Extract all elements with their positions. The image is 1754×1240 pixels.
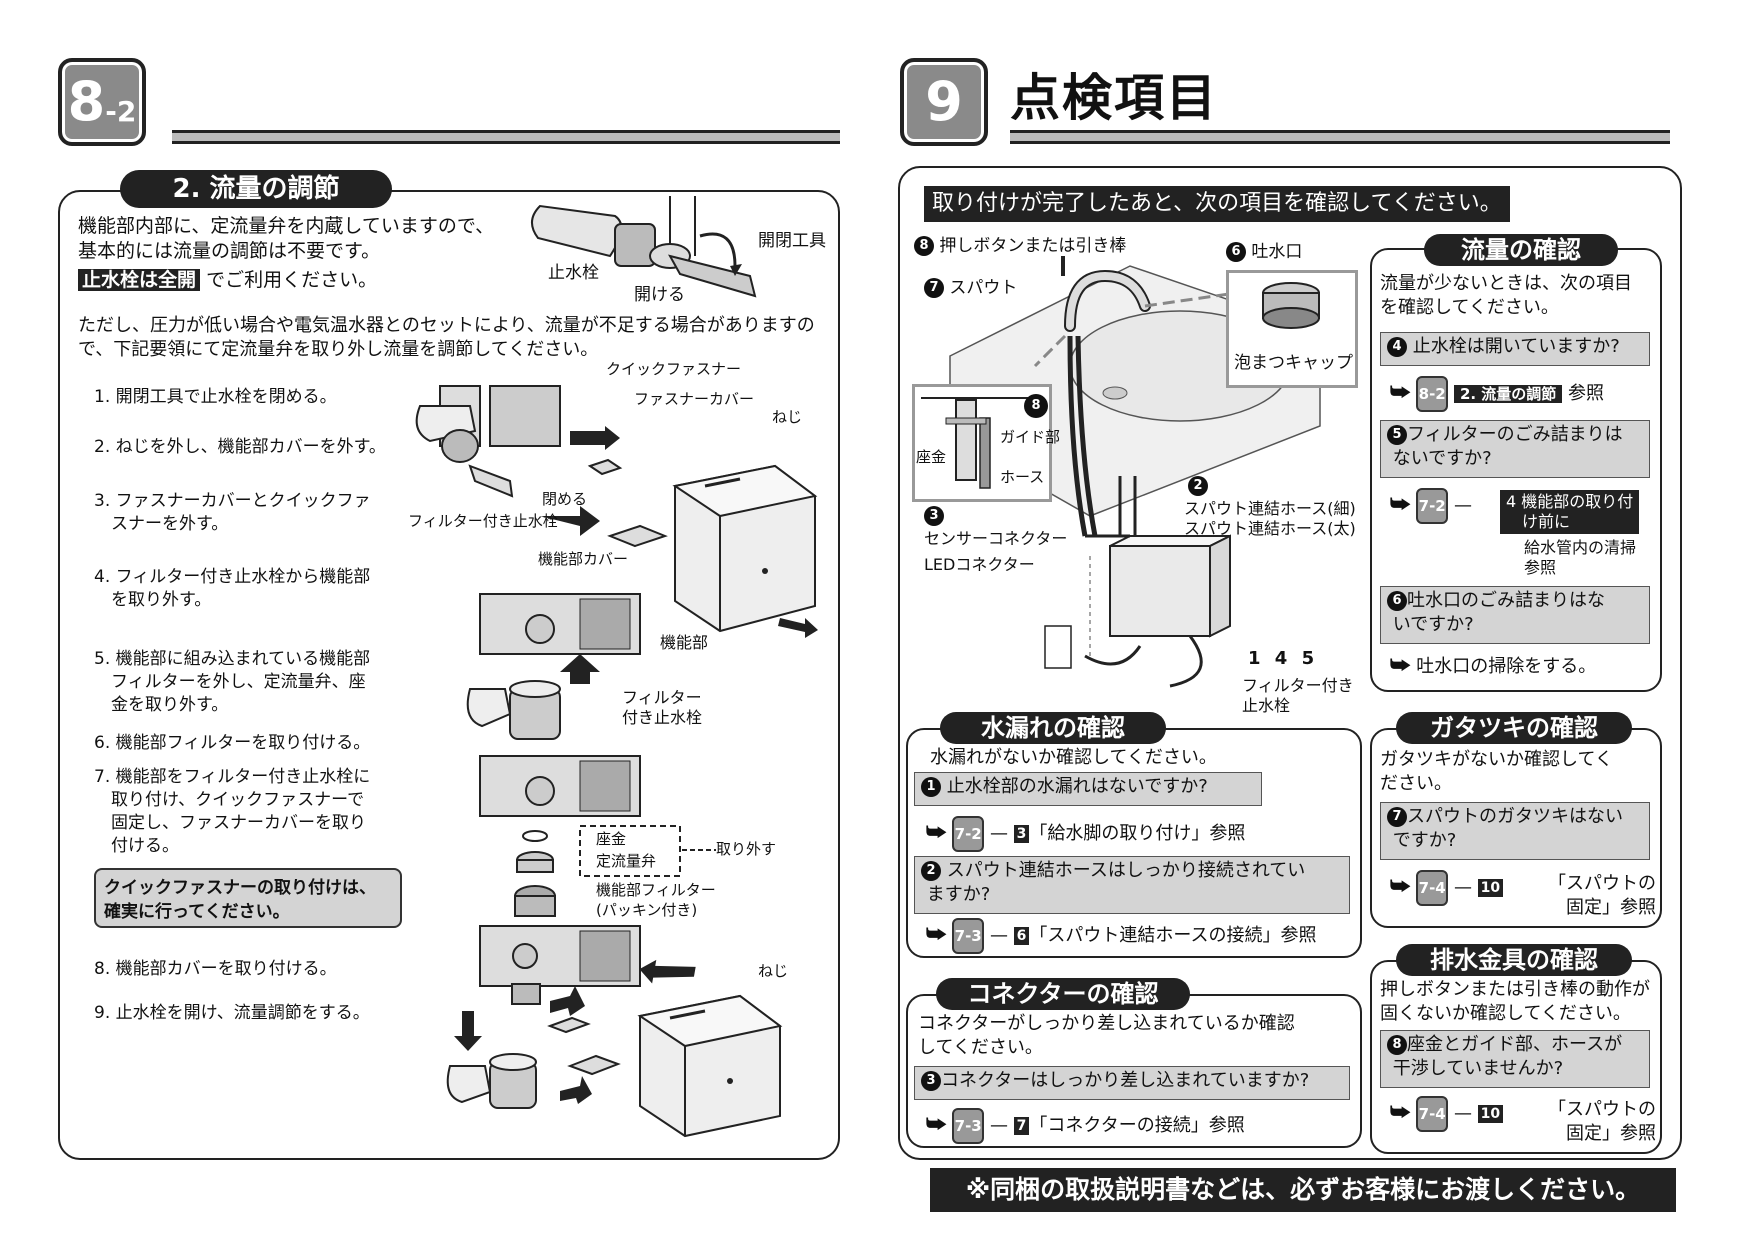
section-badge-9: 9 xyxy=(900,58,988,146)
shake-check-intro: ガタツキがないか確認してく ださい。 xyxy=(1380,749,1613,794)
label-close: 閉める xyxy=(542,490,588,508)
valve-full-open-highlight: 止水栓は全開 xyxy=(78,269,201,291)
flow-q4: 4 止水栓は開いていますか? xyxy=(1380,332,1650,366)
step-9: 9. 止水栓を開け、流量調節をする。 xyxy=(94,1003,370,1023)
warning-box: クイックファスナーの取り付けは、 確実に行ってください。 xyxy=(94,868,402,928)
flow-q5-ref-box: 4 機能部の取り付 け前に xyxy=(1500,490,1640,534)
flow-adjust-panel xyxy=(58,190,840,1160)
connector-check-intro: コネクターがしっかり差し込まれているか確認 してください。 xyxy=(918,1013,1295,1058)
label-sensor-connector: センサーコネクター xyxy=(924,529,1068,548)
label-open: 開ける xyxy=(634,285,685,305)
label-outlet: 6 吐水口 xyxy=(1226,242,1302,262)
leak-q2-ref: ⮩ 7-3 — 6「スパウト連結ホースの接続」参照 xyxy=(926,918,1317,954)
intro-line-3: 止水栓は全開 でご利用ください。 xyxy=(78,268,377,292)
parts-illustration xyxy=(479,755,641,917)
label-unit: 機能部 xyxy=(660,633,709,652)
label-tool: 開閉工具 xyxy=(758,231,826,251)
leak-check-intro: 水漏れがないか確認してください。 xyxy=(930,747,1217,768)
flow-q6-ref: ⮩ 吐水口の掃除をする。 xyxy=(1390,653,1597,678)
flow-check-title: 流量の確認 xyxy=(1424,234,1618,266)
note-line-1: ただし、圧力が低い場合や電気温水器とのセットにより、流量が不足する場合があります… xyxy=(78,315,815,336)
label-hose: ホース xyxy=(1000,468,1045,486)
label-aerator: 泡まつキャップ xyxy=(1234,353,1353,373)
label-quick-fastener: クイックファスナー xyxy=(606,360,742,378)
label-screw-2: ねじ xyxy=(758,962,789,980)
drain-q8-ref-text: 「スパウトの 固定」参照 xyxy=(1548,1099,1656,1144)
note-line-2: で、下記要領にて定流量弁を取り外し流量を調節してください。 xyxy=(78,339,599,360)
valve-tool-illustration xyxy=(531,196,757,298)
removal-dashed-box xyxy=(579,825,681,877)
label-fastener-cover: ファスナーカバー xyxy=(634,390,755,408)
step-4: 4. フィルター付き止水栓から機能部 を取り外す。 xyxy=(94,567,371,610)
label-filter-valve: フィルター付き止水栓 xyxy=(408,512,558,530)
flow-check-intro: 流量が少ないときは、次の項目 を確認してください。 xyxy=(1380,273,1632,318)
label-valve: 止水栓 xyxy=(548,263,599,283)
inset-guide-diagram xyxy=(921,397,1036,489)
label-push-button: 8 押しボタンまたは引き棒 xyxy=(914,236,1126,256)
label-spout: 7 スパウト xyxy=(924,278,1017,298)
label-guide: ガイド部 xyxy=(1000,428,1061,446)
shake-q7-ref-text: 「スパウトの 固定」参照 xyxy=(1548,873,1656,918)
label-unit-cover: 機能部カバー xyxy=(538,550,629,568)
header-instruction: 取り付けが完了したあと、次の項目を確認してください。 xyxy=(924,186,1510,222)
num-2: 2 xyxy=(1188,476,1208,496)
step-7: 7. 機能部をフィルター付き止水栓に 取り付け、クイックファスナーで 固定し、フ… xyxy=(94,767,371,856)
label-flow-valve: 定流量弁 xyxy=(596,852,657,870)
label-hose-thin: スパウト連結ホース(細) xyxy=(1184,499,1356,518)
leak-q2: 2 スパウト連結ホースはしっかり接続されてい ますか? xyxy=(914,856,1350,914)
step-3: 3. ファスナーカバーとクイックファ スナーを外す。 xyxy=(94,491,371,534)
step-8: 8. 機能部カバーを取り付ける。 xyxy=(94,959,337,979)
inset-num-8: 8 xyxy=(1024,394,1048,418)
intro-line-2: 基本的には流量の調節は不要です。 xyxy=(78,240,381,262)
remove-cover-illustration xyxy=(415,385,818,638)
section-title: 2. 流量の調節 xyxy=(120,170,392,208)
step-6: 6. 機能部フィルターを取り付ける。 xyxy=(94,733,371,753)
label-unit-filter: 機能部フィルター (パッキン付き) xyxy=(596,881,716,919)
label-filter-valve-diagram: フィルター付き 止水栓 xyxy=(1242,676,1354,715)
header-rule-left xyxy=(172,130,840,144)
label-filter-valve-2: フィルター 付き止水栓 xyxy=(622,688,703,727)
label-hose-thick: スパウト連結ホース(太) xyxy=(1184,519,1356,538)
step-5: 5. 機能部に組み込まれている機能部 フィルターを外し、定流量弁、座 金を取り外… xyxy=(94,649,371,715)
num-3: 3 xyxy=(924,506,944,526)
shake-q7-ref: ⮩ 7-4 — 10 xyxy=(1390,870,1504,906)
step-2: 2. ねじを外し、機能部カバーを外す。 xyxy=(94,437,386,457)
header-rule-right xyxy=(1010,130,1670,144)
label-remove: 取り外す xyxy=(716,840,777,858)
drain-q8-ref: ⮩ 7-4 — 10 xyxy=(1390,1096,1504,1132)
connector-q3-ref: ⮩ 7-3 — 7「コネクターの接続」参照 xyxy=(926,1108,1245,1144)
drain-check-intro: 押しボタンまたは引き棒の動作が 固くないか確認してください。 xyxy=(1380,979,1650,1024)
intro-line-1: 機能部内部に、定流量弁を内蔵していますので、 xyxy=(78,215,495,237)
leak-q1: 1 止水栓部の水漏れはないですか? xyxy=(914,772,1262,806)
connector-check-title: コネクターの確認 xyxy=(936,978,1190,1010)
label-led-connector: LEDコネクター xyxy=(924,555,1035,574)
label-washer-inset: 座金 xyxy=(916,448,947,466)
remove-dash-line xyxy=(682,849,716,851)
step-1: 1. 開閉工具で止水栓を閉める。 xyxy=(94,387,337,407)
num-1-4-5: 1 4 5 xyxy=(1248,648,1319,669)
label-screw: ねじ xyxy=(772,408,803,426)
leak-check-title: 水漏れの確認 xyxy=(940,712,1166,744)
aerator-icon xyxy=(1262,282,1320,329)
flow-q4-ref: ⮩ 8-2 2. 流量の調節 参照 xyxy=(1390,376,1604,412)
footer-notice: ※同梱の取扱説明書などは、必ずお客様にお渡しください。 xyxy=(930,1168,1676,1212)
label-washer: 座金 xyxy=(596,830,627,848)
flow-q5-ref: ⮩ 7-2 — xyxy=(1390,488,1472,524)
drain-check-title: 排水金具の確認 xyxy=(1396,944,1632,976)
section-badge-8-2: 8-2 xyxy=(58,58,146,146)
flow-q5-ref-text: 給水管内の清掃 参照 xyxy=(1524,538,1637,577)
remove-unit-illustration xyxy=(466,593,641,740)
reassembly-illustration xyxy=(446,925,783,1138)
shake-check-title: ガタツキの確認 xyxy=(1396,712,1632,744)
leak-q1-ref: ⮩ 7-2 — 3「給水脚の取り付け」参照 xyxy=(926,816,1245,852)
page-title: 点検項目 xyxy=(1010,69,1218,127)
